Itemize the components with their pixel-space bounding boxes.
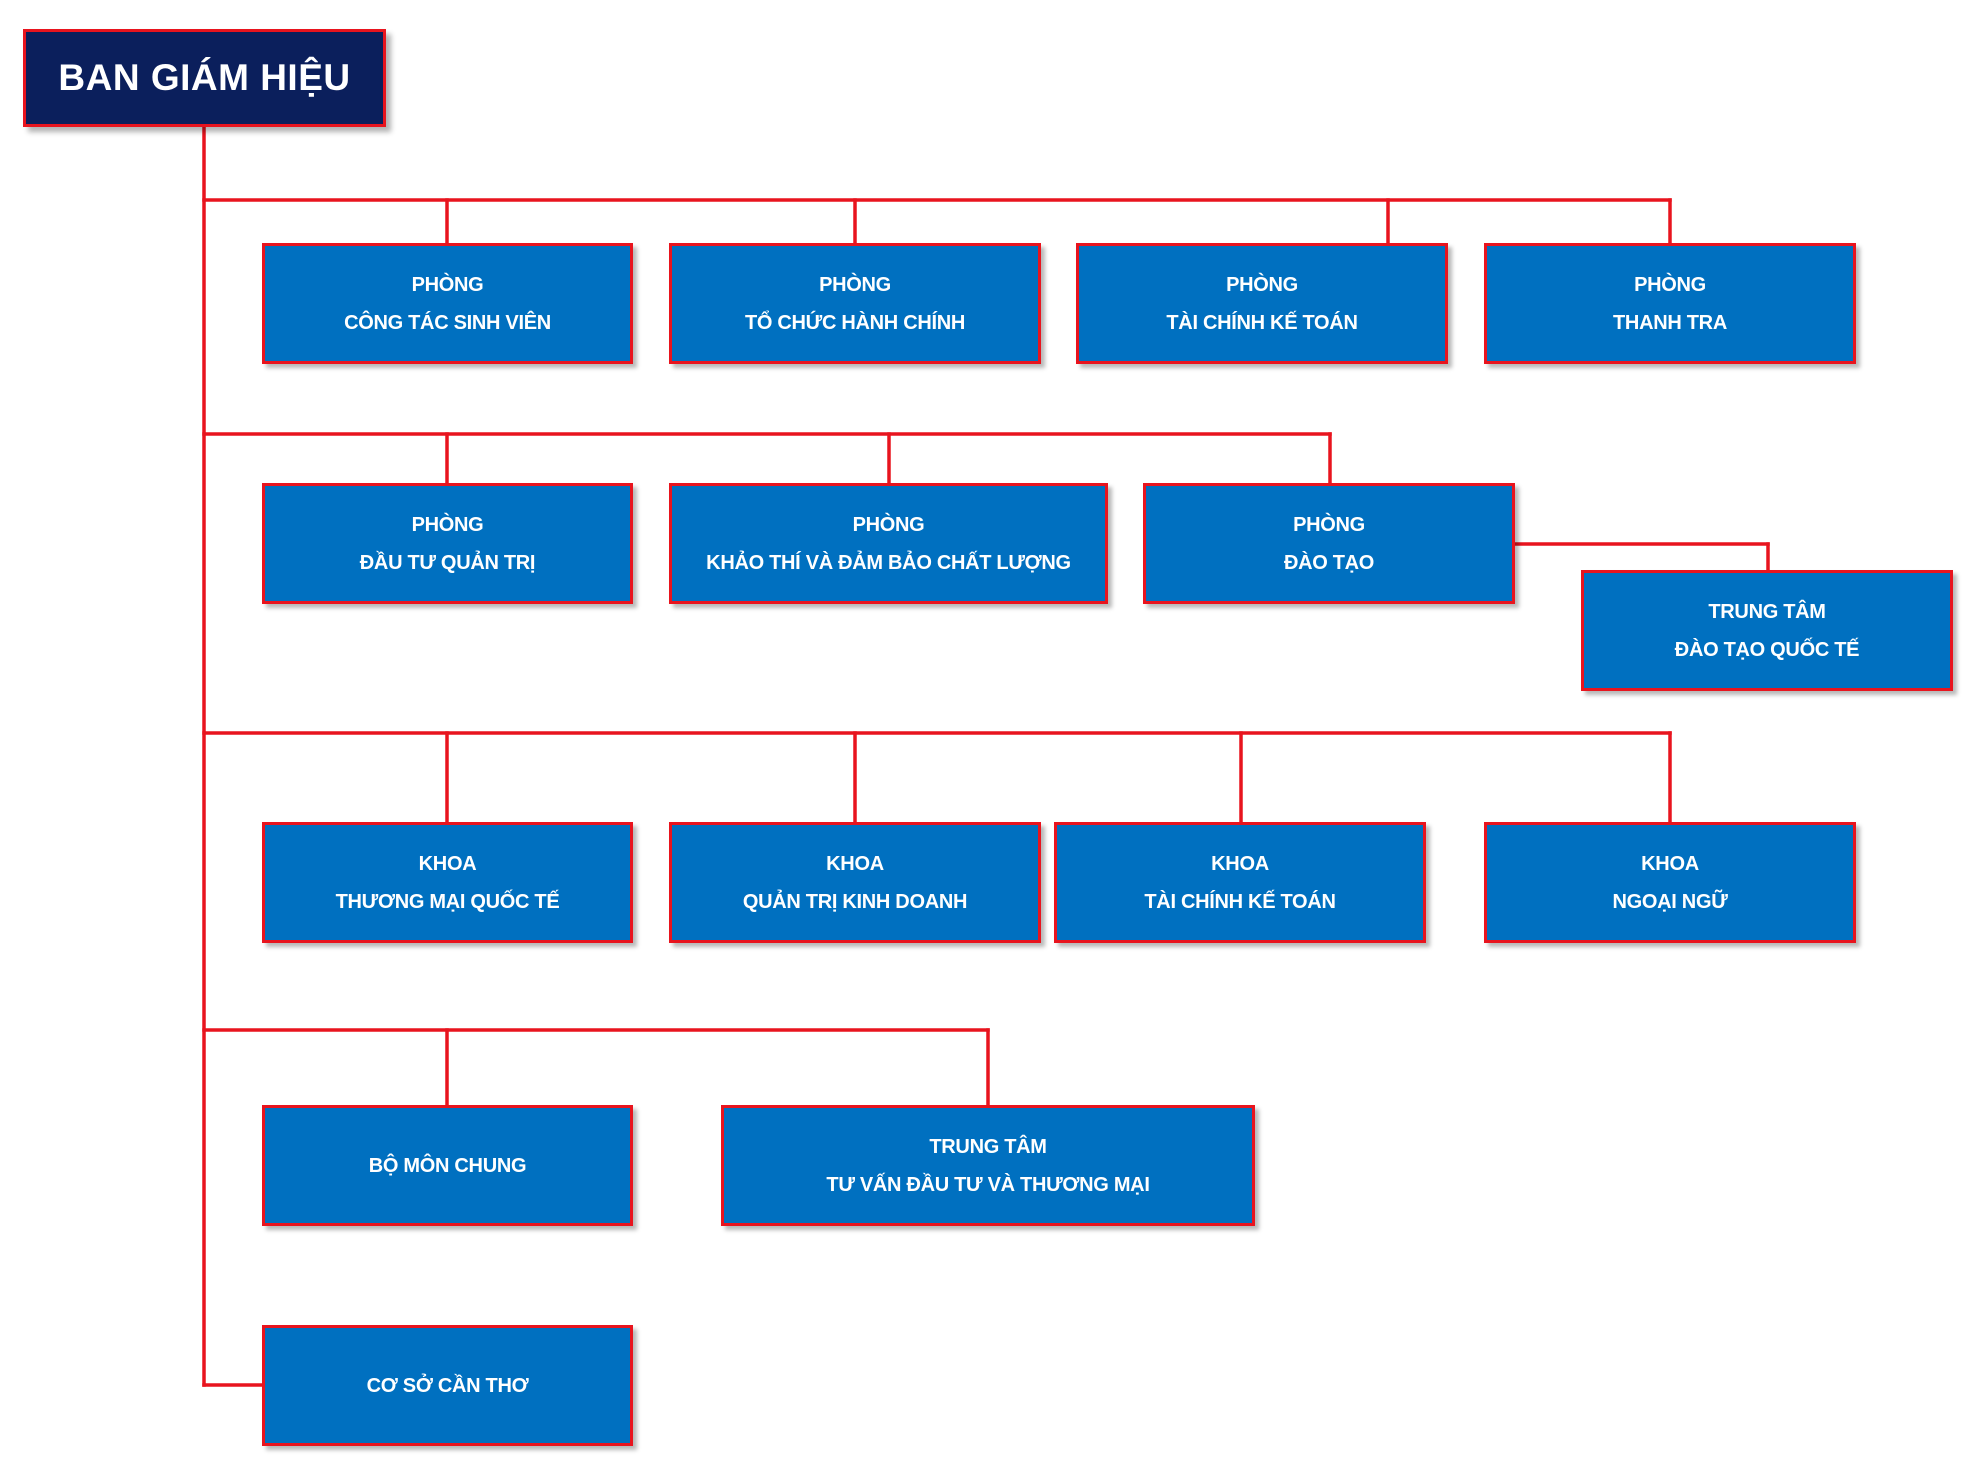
node-khoa-quan-tri-kinh-doanh: KHOA QUẢN TRỊ KINH DOANH [669, 822, 1041, 943]
node-phong-khao-thi-dam-bao-chat-luong: PHÒNG KHẢO THÍ VÀ ĐẢM BẢO CHẤT LƯỢNG [669, 483, 1108, 604]
node-line2: NGOẠI NGỮ [1612, 890, 1728, 913]
node-line1: PHÒNG [1293, 513, 1365, 536]
node-bo-mon-chung: BỘ MÔN CHUNG [262, 1105, 633, 1226]
node-line1: PHÒNG [411, 513, 484, 536]
node-line1: CƠ SỞ CẦN THƠ [366, 1374, 529, 1397]
node-co-so-can-tho: CƠ SỞ CẦN THƠ [262, 1325, 633, 1446]
node-trung-tam-tu-van-dau-tu-thuong-mai: TRUNG TÂM TƯ VẤN ĐẦU TƯ VÀ THƯƠNG MẠI [721, 1105, 1255, 1226]
node-line1: KHOA [1211, 852, 1269, 875]
node-khoa-thuong-mai-quoc-te: KHOA THƯƠNG MẠI QUỐC TẾ [262, 822, 633, 943]
node-line1: KHOA [826, 852, 884, 875]
node-phong-to-chuc-hanh-chinh: PHÒNG TỔ CHỨC HÀNH CHÍNH [669, 243, 1041, 364]
node-line2: QUẢN TRỊ KINH DOANH [742, 890, 968, 913]
node-line1: KHOA [1641, 852, 1699, 875]
node-line1: PHÒNG [411, 273, 484, 296]
node-khoa-ngoai-ngu: KHOA NGOẠI NGỮ [1484, 822, 1856, 943]
node-line1: PHÒNG [1226, 273, 1298, 296]
node-phong-dao-tao: PHÒNG ĐÀO TẠO [1143, 483, 1515, 604]
node-line2: CÔNG TÁC SINH VIÊN [344, 311, 551, 334]
node-line2: ĐÀO TẠO QUỐC TẾ [1674, 638, 1860, 661]
node-phong-thanh-tra: PHÒNG THANH TRA [1484, 243, 1856, 364]
node-line1: BỘ MÔN CHUNG [368, 1154, 527, 1177]
node-line2: THƯƠNG MẠI QUỐC TẾ [335, 890, 560, 913]
root-label: BAN GIÁM HIỆU [58, 57, 351, 98]
node-line2: KHẢO THÍ VÀ ĐẢM BẢO CHẤT LƯỢNG [706, 551, 1071, 574]
node-phong-dau-tu-quan-tri: PHÒNG ĐẦU TƯ QUẢN TRỊ [262, 483, 633, 604]
node-line1: KHOA [418, 852, 477, 875]
node-line2: TÀI CHÍNH KẾ TOÁN [1144, 890, 1336, 913]
node-line2: TÀI CHÍNH KẾ TOÁN [1166, 311, 1358, 334]
node-line2: THANH TRA [1613, 311, 1727, 334]
node-line2: TƯ VẤN ĐẦU TƯ VÀ THƯƠNG MẠI [826, 1173, 1150, 1196]
root-node-ban-giam-hieu: BAN GIÁM HIỆU [23, 29, 386, 127]
node-phong-cong-tac-sinh-vien: PHÒNG CÔNG TÁC SINH VIÊN [262, 243, 633, 364]
node-line1: TRUNG TÂM [1708, 600, 1826, 623]
node-line1: PHÒNG [852, 513, 925, 536]
node-line2: TỔ CHỨC HÀNH CHÍNH [744, 311, 966, 334]
node-line1: TRUNG TÂM [929, 1135, 1047, 1158]
node-phong-tai-chinh-ke-toan: PHÒNG TÀI CHÍNH KẾ TOÁN [1076, 243, 1448, 364]
node-line2: ĐÀO TẠO [1283, 551, 1375, 574]
node-line2: ĐẦU TƯ QUẢN TRỊ [359, 551, 536, 574]
node-line1: PHÒNG [819, 273, 891, 296]
node-khoa-tai-chinh-ke-toan: KHOA TÀI CHÍNH KẾ TOÁN [1054, 822, 1426, 943]
node-trung-tam-dao-tao-quoc-te: TRUNG TÂM ĐÀO TẠO QUỐC TẾ [1581, 570, 1953, 691]
node-line1: PHÒNG [1634, 273, 1706, 296]
